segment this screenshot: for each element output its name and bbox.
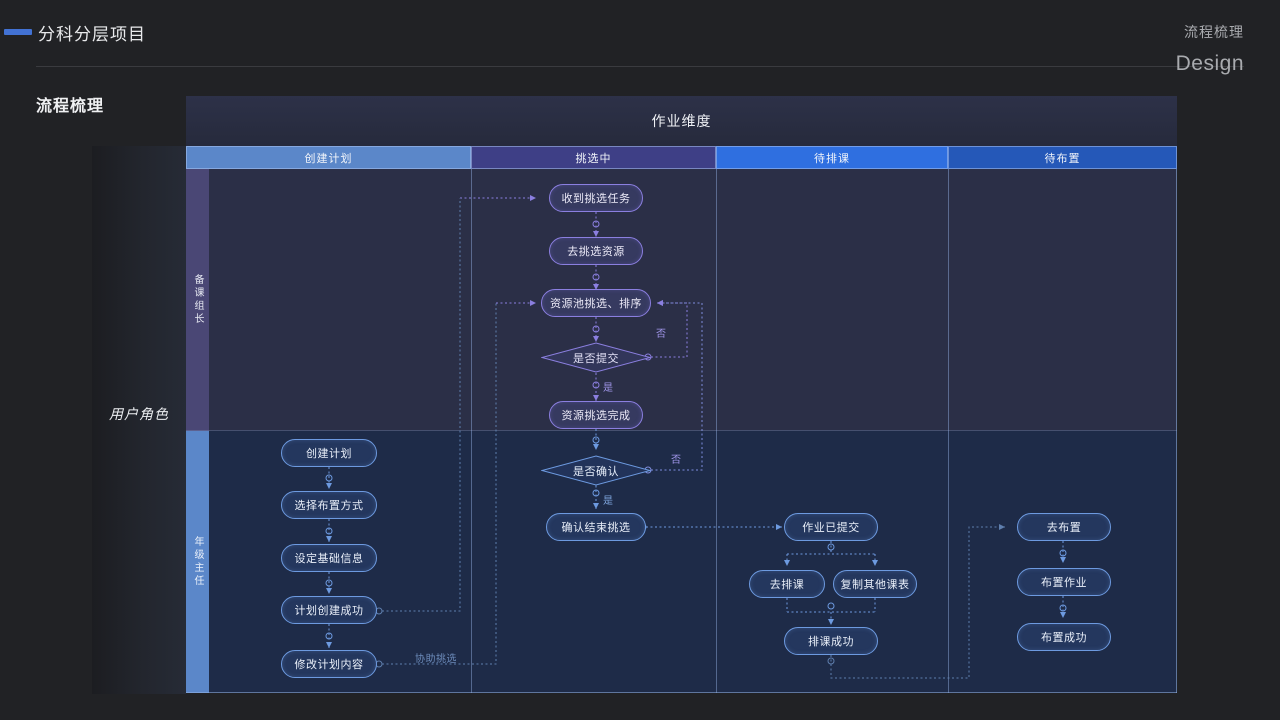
node-label: 选择布置方式 <box>294 500 364 512</box>
lane-label-text: 备课组长 <box>192 274 203 326</box>
app-header: 分科分层项目 流程梳理 Design <box>0 0 1280 75</box>
node-received-task[interactable]: 收到挑选任务 <box>549 184 643 212</box>
node-modify-plan[interactable]: 修改计划内容 <box>281 650 377 678</box>
node-confirm-end-pick[interactable]: 确认结束挑选 <box>546 513 646 541</box>
node-pool-pick-sort[interactable]: 资源池挑选、排序 <box>541 289 651 317</box>
column-header-label: 待排课 <box>814 152 850 165</box>
node-plan-created[interactable]: 计划创建成功 <box>281 596 377 624</box>
column-header-create-plan[interactable]: 创建计划 <box>186 146 471 169</box>
node-confirm-decision[interactable]: 是否确认 <box>541 455 651 486</box>
node-go-schedule[interactable]: 去排课 <box>749 570 825 598</box>
column-header-label: 待布置 <box>1044 152 1081 165</box>
edge-label-no-1: 否 <box>656 329 667 340</box>
node-label: 是否提交 <box>573 352 619 365</box>
header-subtitle-en: Design <box>1175 52 1244 75</box>
node-label: 确认结束挑选 <box>561 522 631 534</box>
node-label: 资源池挑选、排序 <box>550 298 642 310</box>
node-label: 去排课 <box>769 579 805 591</box>
lane-background-prep-leader <box>186 169 1177 431</box>
node-choose-assign-mode[interactable]: 选择布置方式 <box>281 491 377 519</box>
node-label: 设定基础信息 <box>294 553 364 565</box>
node-label: 布置成功 <box>1041 632 1087 644</box>
node-assign-success[interactable]: 布置成功 <box>1017 623 1111 651</box>
node-label: 去布置 <box>1046 522 1082 534</box>
edge-label-assist-pick: 协助挑选 <box>415 654 457 665</box>
column-header-label: 挑选中 <box>575 152 612 165</box>
lane-label-prep-leader: 备课组长 <box>186 169 209 431</box>
node-label: 去挑选资源 <box>567 246 625 258</box>
node-label: 修改计划内容 <box>294 659 364 671</box>
column-header-await-assign[interactable]: 待布置 <box>948 146 1177 169</box>
page-title: 流程梳理 <box>36 98 105 115</box>
brand-accent-bar <box>4 29 32 35</box>
edge-label-no-2: 否 <box>671 455 682 466</box>
node-create-plan[interactable]: 创建计划 <box>281 439 377 467</box>
node-work-submitted[interactable]: 作业已提交 <box>784 513 878 541</box>
node-label: 收到挑选任务 <box>561 193 631 205</box>
dimension-band-label: 作业维度 <box>651 113 712 129</box>
lane-divider <box>186 430 1177 431</box>
app-title: 分科分层项目 <box>38 25 146 44</box>
lane-label-grade-director: 年级主任 <box>186 431 209 693</box>
node-set-base-info[interactable]: 设定基础信息 <box>281 544 377 572</box>
edge-label-yes-1: 是 <box>603 383 614 394</box>
dimension-band: 作业维度 <box>186 96 1177 146</box>
node-schedule-success[interactable]: 排课成功 <box>784 627 878 655</box>
node-copy-other-timetable[interactable]: 复制其他课表 <box>833 570 917 598</box>
column-separator-2 <box>716 169 717 693</box>
node-label: 作业已提交 <box>802 522 860 534</box>
node-go-pick-resource[interactable]: 去挑选资源 <box>549 237 643 265</box>
edge-label-yes-2: 是 <box>603 496 614 507</box>
column-header-await-schedule[interactable]: 待排课 <box>716 146 948 169</box>
node-label: 资源挑选完成 <box>561 410 631 422</box>
diagram-right-edge <box>1176 169 1177 693</box>
node-submit-decision[interactable]: 是否提交 <box>541 342 651 373</box>
column-header-label: 创建计划 <box>304 152 353 165</box>
header-subtitle-zh: 流程梳理 <box>1184 24 1244 40</box>
node-label: 是否确认 <box>573 465 619 478</box>
header-divider <box>36 66 1244 67</box>
diagram-bottom-edge <box>186 692 1177 693</box>
column-header-picking[interactable]: 挑选中 <box>471 146 716 169</box>
node-go-assign[interactable]: 去布置 <box>1017 513 1111 541</box>
node-assign-work[interactable]: 布置作业 <box>1017 568 1111 596</box>
column-separator-1 <box>471 169 472 693</box>
node-label: 复制其他课表 <box>840 579 910 591</box>
role-axis-column <box>92 146 186 694</box>
node-label: 排课成功 <box>808 636 854 648</box>
node-label: 创建计划 <box>306 448 352 460</box>
column-separator-3 <box>948 169 949 693</box>
node-label: 布置作业 <box>1041 577 1087 589</box>
node-label: 计划创建成功 <box>294 605 364 617</box>
lane-label-text: 年级主任 <box>192 536 203 588</box>
role-axis-label: 用户角色 <box>109 406 169 422</box>
node-pick-complete[interactable]: 资源挑选完成 <box>549 401 643 429</box>
